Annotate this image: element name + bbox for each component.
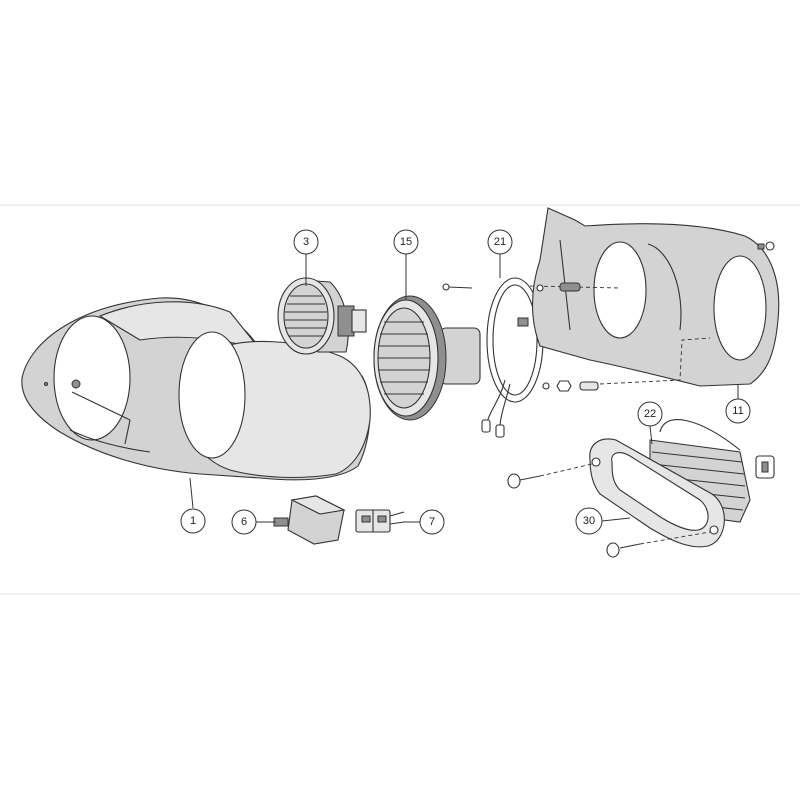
callout-21: 21 (487, 229, 513, 278)
callout-label-11: 11 (732, 405, 743, 417)
callout-label-3: 3 (303, 236, 309, 248)
fastener-set (536, 282, 599, 392)
screw-upper (507, 463, 593, 489)
callout-label-21: 21 (494, 236, 506, 248)
callout-11: 11 (725, 385, 751, 424)
callout-1: 1 (180, 477, 206, 534)
headlight-fairing (21, 297, 371, 481)
left-lamp-opening (53, 315, 131, 441)
callout-label-15: 15 (400, 236, 412, 248)
callout-3: 3 (293, 229, 319, 286)
housing-opening-right (713, 255, 767, 361)
callout-22: 22 (637, 401, 663, 445)
callout-label-6: 6 (241, 516, 247, 528)
headlamp-housing-11 (529, 207, 780, 387)
callout-15: 15 (393, 229, 419, 300)
relay-6 (273, 495, 346, 545)
callout-label-1: 1 (190, 515, 196, 527)
callout-6: 6 (231, 509, 276, 535)
headlamp-unit-left (277, 277, 367, 355)
screw-left (442, 283, 473, 291)
housing-opening-left (593, 241, 647, 339)
callout-label-22: 22 (644, 408, 656, 420)
callout-30: 30 (575, 507, 631, 535)
round-headlamp-15 (373, 295, 481, 421)
screw-lower (606, 531, 711, 558)
right-lamp-opening (178, 331, 246, 459)
callout-7: 7 (404, 509, 445, 535)
fog-lamp-bezel-30 (507, 438, 725, 558)
callout-label-7: 7 (429, 516, 435, 528)
callout-label-30: 30 (583, 515, 595, 527)
retaining-ring-21 (442, 277, 544, 438)
connector-7 (355, 509, 405, 533)
